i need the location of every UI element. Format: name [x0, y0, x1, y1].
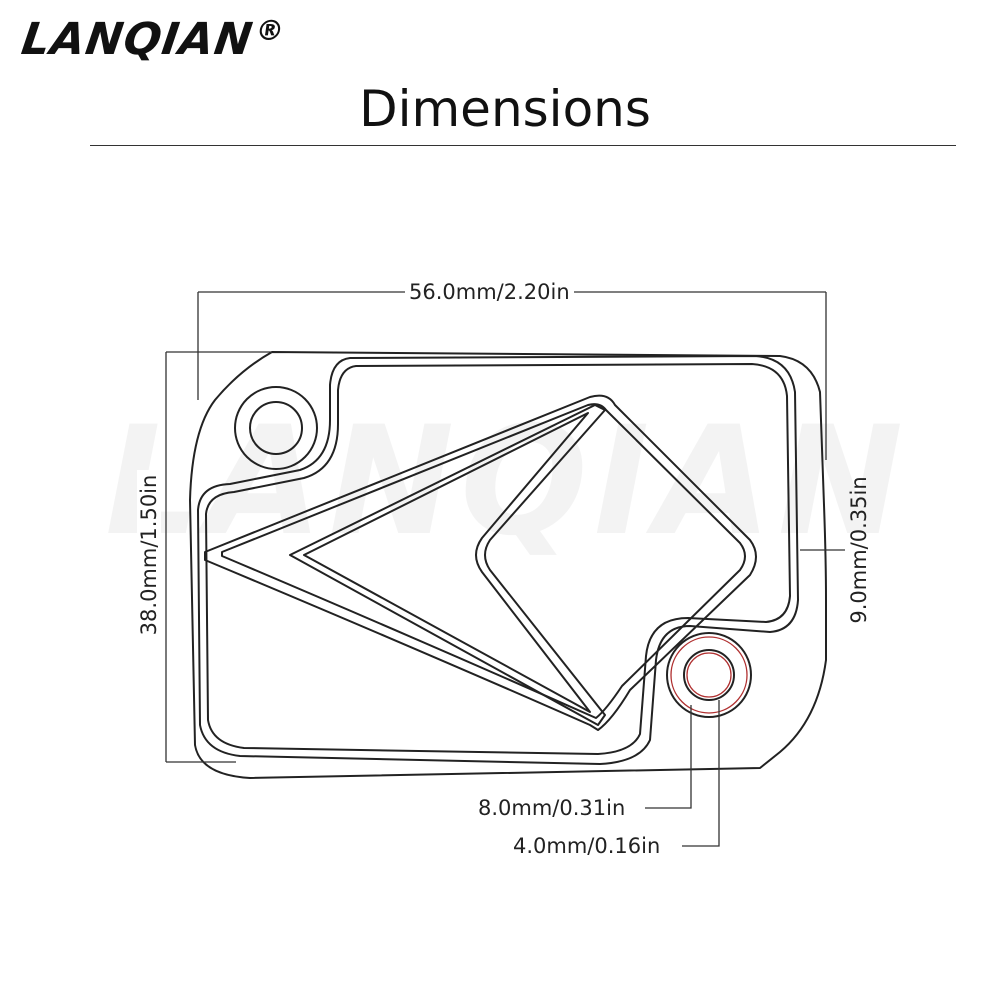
cap-inner-face-line	[205, 363, 791, 755]
hole-accent-outer	[670, 636, 748, 714]
hole-outer-leader	[645, 705, 692, 809]
hole-bottom-right-outer	[666, 632, 752, 718]
hole-top-left-inner	[249, 401, 303, 455]
hole-inner-leader	[682, 700, 720, 847]
page-title: Dimensions	[359, 80, 651, 138]
title-divider	[90, 145, 956, 146]
cap-inner-face	[197, 355, 799, 765]
arrow-chevron-line	[303, 412, 591, 713]
width-dimension-label: 56.0mm/2.20in	[405, 280, 574, 304]
height-dimension-label: 38.0mm/1.50in	[137, 470, 161, 640]
hole-accent-inner	[686, 652, 732, 698]
hole-inner-dimension-label: 4.0mm/0.16in	[513, 834, 661, 858]
cap-outer-outline	[189, 351, 827, 779]
hole-top-left-outer	[234, 386, 318, 470]
arrow-chevron	[289, 404, 606, 726]
hole-bottom-right-inner	[683, 649, 735, 701]
arrow-outer	[204, 394, 757, 731]
height-dimension-line	[165, 351, 272, 763]
hole-outer-dimension-label: 8.0mm/0.31in	[478, 796, 626, 820]
depth-dimension-label: 9.0mm/0.35in	[847, 476, 871, 624]
